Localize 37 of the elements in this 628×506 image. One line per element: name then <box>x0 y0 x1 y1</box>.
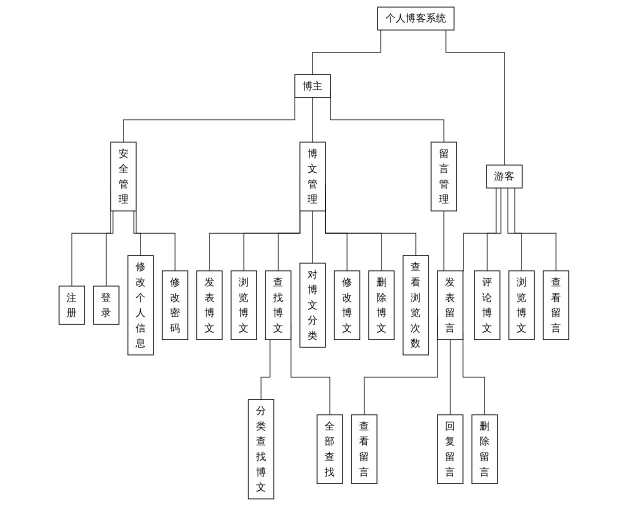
node-box: 修改密码 <box>162 270 188 340</box>
node-box: 个人博客系统 <box>377 6 455 30</box>
node-box: 留言管理 <box>430 142 458 212</box>
node-box: 删除留言 <box>472 414 498 484</box>
node-box: 游客 <box>486 164 523 188</box>
node-box: 查看浏览次数 <box>402 255 430 356</box>
node-box: 发表留言 <box>437 270 464 340</box>
connector <box>514 188 556 272</box>
node-box: 修改博文 <box>334 270 360 340</box>
connector <box>312 210 314 264</box>
node-box: 注册 <box>58 286 86 325</box>
node-box: 安全管理 <box>110 142 137 212</box>
node-box: 博文管理 <box>300 142 326 212</box>
node-box: 查看留言 <box>542 270 570 340</box>
node-box: 分类查找博文 <box>248 399 274 500</box>
connector <box>446 30 505 166</box>
node-box: 浏览博文 <box>230 270 258 340</box>
connector <box>312 30 382 75</box>
node-box: 博主 <box>294 74 331 98</box>
node-box: 删除博文 <box>368 270 395 340</box>
connector <box>312 97 314 142</box>
node-box: 查看留言 <box>351 414 378 484</box>
connector <box>106 210 114 286</box>
connector <box>260 339 270 400</box>
connector <box>486 188 502 272</box>
node-box: 登录 <box>93 286 120 325</box>
connector <box>508 188 522 272</box>
connector <box>450 339 451 416</box>
connector <box>134 210 142 256</box>
node-box: 对博文分类 <box>300 262 326 348</box>
node-box: 浏览博文 <box>508 270 535 340</box>
node-box: 评论博文 <box>474 270 500 340</box>
node-box: 回复留言 <box>437 414 464 484</box>
node-box: 发表博文 <box>196 270 223 340</box>
node-box: 修改个人信息 <box>128 255 154 356</box>
node-box: 全部查找 <box>316 414 344 484</box>
node-box: 查找博文 <box>265 270 292 340</box>
